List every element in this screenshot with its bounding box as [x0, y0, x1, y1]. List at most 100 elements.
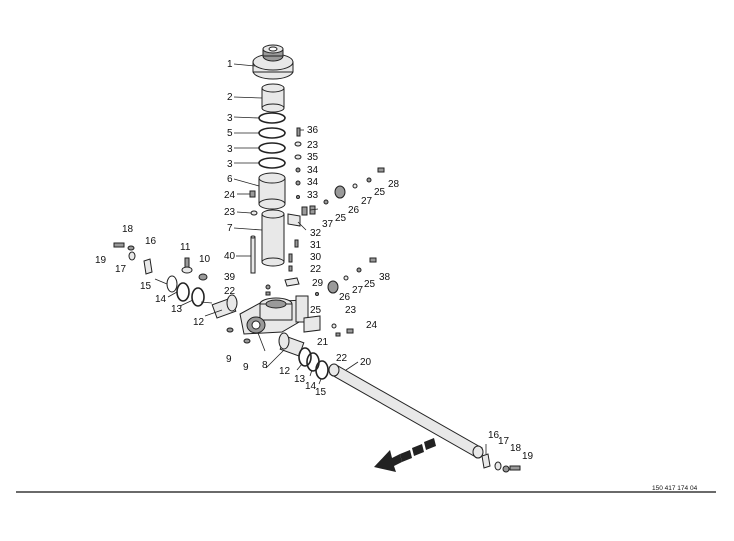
callout-c22a: 22: [310, 264, 322, 275]
part-6-bushing: [258, 172, 286, 210]
callout-c3b: 3: [227, 144, 233, 155]
part-3-ring-c: [258, 157, 286, 169]
callout-c27b: 27: [352, 285, 364, 296]
callout-c12b: 12: [279, 366, 291, 377]
callout-c19a: 19: [95, 255, 107, 266]
callout-c30: 30: [310, 252, 322, 263]
callout-c11: 11: [180, 242, 191, 253]
upper-right-fasteners: [309, 167, 385, 215]
callout-c14b: 14: [305, 381, 317, 392]
callout-c23a: 23: [224, 207, 236, 218]
callout-c34a: 34: [307, 165, 319, 176]
part-12-bushing-left: [211, 294, 238, 319]
part-9-pin-a: [226, 327, 234, 333]
part-22-pin: [265, 291, 271, 296]
callout-c33: 33: [307, 190, 319, 201]
callout-c14a: 14: [155, 294, 167, 305]
callout-c26b: 26: [339, 292, 351, 303]
callout-c2: 2: [227, 92, 233, 103]
callout-c7: 7: [227, 223, 233, 234]
direction-arrow-icon: [374, 438, 436, 472]
callout-c22c: 22: [224, 286, 236, 297]
callout-c25a: 25: [374, 187, 386, 198]
callout-c8: 8: [262, 360, 268, 371]
callout-c19b: 19: [522, 451, 534, 462]
part-7-tube: [261, 209, 285, 267]
part-23-washer: [250, 210, 258, 216]
part-23-washer-lower: [331, 323, 337, 329]
callout-c13b: 13: [294, 374, 306, 385]
small-fasteners-column: [288, 127, 302, 272]
part-14-ring-right: [306, 352, 320, 372]
callout-c24a: 24: [224, 190, 236, 201]
left-fasteners: [113, 242, 208, 281]
callout-c17b: 17: [498, 436, 510, 447]
part-8-housing: [239, 295, 309, 335]
callout-c29: 29: [312, 278, 324, 289]
callout-c35: 35: [307, 152, 319, 163]
part-3-ring-a: [258, 112, 286, 124]
callout-c39: 39: [224, 272, 236, 283]
callout-c34b: 34: [307, 177, 319, 188]
callout-c16b: 16: [488, 430, 500, 441]
part-21-plate: [303, 315, 321, 333]
callout-c21: 21: [317, 337, 329, 348]
part-32-clamp: [287, 206, 308, 227]
callout-c16a: 16: [145, 236, 157, 247]
callout-c18b: 18: [510, 443, 522, 454]
callout-c9a: 9: [226, 354, 232, 365]
part-1-sprocket: [252, 44, 294, 80]
callout-c20: 20: [360, 357, 372, 368]
part-5-ring: [258, 127, 286, 139]
callout-c24b: 24: [366, 320, 378, 331]
part-20-shaft: [328, 363, 484, 459]
callout-c25b: 25: [335, 213, 347, 224]
callout-c22b: 22: [336, 353, 348, 364]
part-39-pin: [265, 284, 271, 290]
leader-lines: [154, 63, 487, 454]
callout-c28: 28: [388, 179, 400, 190]
callout-c3a: 3: [227, 113, 233, 124]
callout-c12a: 12: [193, 317, 205, 328]
callout-c37: 37: [322, 219, 334, 230]
callout-c5: 5: [227, 128, 233, 139]
callout-c31: 31: [310, 240, 322, 251]
callout-c13a: 13: [171, 304, 183, 315]
part-14-ring-left: [176, 282, 190, 302]
drawing-number: 150 417 174 04: [652, 485, 698, 492]
part-3-ring-b: [258, 142, 286, 154]
callout-c36: 36: [307, 125, 319, 136]
callout-c38: 38: [379, 272, 391, 283]
callout-c15b: 15: [315, 387, 327, 398]
part-40-rod: [250, 235, 256, 274]
callout-c15a: 15: [140, 281, 152, 292]
callout-c3c: 3: [227, 159, 233, 170]
callout-c27a: 27: [361, 196, 373, 207]
callout-c1: 1: [227, 59, 233, 70]
part-24-bolt: [249, 190, 256, 198]
part-12-bushing-right: [278, 332, 305, 357]
shaft-end-fasteners: [481, 453, 521, 473]
callout-c10: 10: [199, 254, 211, 265]
callout-c23b: 23: [307, 140, 319, 151]
callout-c9b: 9: [243, 362, 249, 373]
callout-c40: 40: [224, 251, 236, 262]
callout-c25c: 25: [364, 279, 376, 290]
callout-c6: 6: [227, 174, 233, 185]
callout-c17a: 17: [115, 264, 127, 275]
part-29-bracket: [284, 277, 300, 287]
part-24-bolt-lower: [346, 328, 354, 334]
callout-c18a: 18: [122, 224, 134, 235]
part-22-pin-lower: [335, 332, 341, 337]
part-13-ring-right: [298, 347, 312, 367]
callout-c25d: 25: [310, 305, 322, 316]
callout-c23c: 23: [345, 305, 357, 316]
part-13-ring-left: [191, 287, 205, 307]
part-15-ring-left: [166, 275, 178, 293]
part-9-pin-b: [243, 338, 251, 344]
part-15-ring-right: [315, 360, 329, 380]
part-2-sleeve: [261, 83, 285, 113]
callout-labels: 1235336242373623353434332825272625373231…: [95, 59, 534, 462]
